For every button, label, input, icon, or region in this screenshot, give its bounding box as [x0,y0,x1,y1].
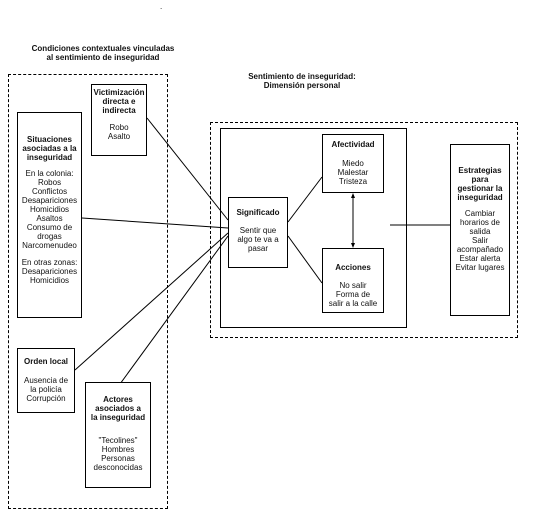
estrategias-item: Evitar lugares [455,263,505,272]
estrategias-item: Salir [471,236,488,245]
right-dashed-container [210,122,518,338]
orden-local-item: Corrupción [26,394,66,403]
actores-item: desconocidas [93,463,143,472]
afectividad-item: Malestar [337,168,369,177]
estrategias-item: Estar alerta [459,254,501,263]
actores-items: "Tecolines" Hombres Personas desconocida… [86,436,150,472]
right-group-title-line2: Dimensión personal [263,81,341,90]
estrategias-item: horarios de [459,218,501,227]
estrategias-title: Estrategias para gestionar la insegurida… [451,166,509,202]
acciones-box: Acciones No salir Forma de salir a la ca… [322,248,384,313]
significado-items: Sentir que algo te va a pasar [229,226,287,253]
estrategias-items: Cambiar horarios de salida Salir acompañ… [451,209,509,272]
right-group-title: Sentimiento de inseguridad: Dimensión pe… [232,72,372,90]
actores-box: Actores asociados a la inseguridad "Teco… [85,382,151,488]
situaciones-colonia-item: Asaltos [36,214,63,223]
significado-item: pasar [247,244,268,253]
victimizacion-item: Robo [109,123,129,132]
victimizacion-title: Victimización directa e indirecta [92,88,146,115]
left-dashed-container [8,74,168,509]
situaciones-colonia-item: Robos [37,178,62,187]
situaciones-title-line: asociadas a la [22,144,77,153]
afectividad-title: Afectividad [331,140,375,149]
significado-item: algo te va a [237,235,279,244]
right-group-title-line1: Sentimiento de inseguridad: [248,72,356,81]
orden-local-title: Orden local [23,357,68,366]
left-group-title-line1: Condiciones contextuales vinculadas [31,44,175,53]
situaciones-box: Situaciones asociadas a la inseguridad E… [17,112,82,318]
left-group-title: Condiciones contextuales vinculadas al s… [18,44,188,62]
actores-title: Actores asociados a la inseguridad [86,395,150,422]
situaciones-otras: En otras zonas: Desapariciones Homicidio… [18,258,81,285]
actores-title-line: la inseguridad [90,413,146,422]
situaciones-colonia-item: Homicidios [29,205,70,214]
acciones-item: Forma de [335,290,371,299]
orden-local-item: la policía [30,385,62,394]
actores-title-line: asociados a [95,404,141,413]
estrategias-item: acompañado [456,245,504,254]
acciones-title: Acciones [335,263,371,272]
connector-significado-acciones [287,235,323,284]
situaciones-colonia: En la colonia: Robos Conflictos Desapari… [18,169,81,250]
connector-situaciones-significado [81,217,229,229]
estrategias-box: Estrategias para gestionar la insegurida… [450,144,510,316]
actores-item: Hombres [101,445,135,454]
situaciones-otras-item: Desapariciones [21,267,78,276]
acciones-item: No salir [339,281,367,290]
situaciones-title-line: Situaciones [27,135,72,144]
situaciones-otras-item: Homicidios [29,276,70,285]
actores-item: Personas [101,454,135,463]
arrowhead-up [351,193,355,198]
estrategias-title-line: para [471,175,489,184]
significado-item: Sentir que [239,226,277,235]
situaciones-colonia-item: Narcomenudeo [22,241,77,250]
arrowhead-down [351,243,355,248]
acciones-item: salir a la calle [328,299,378,308]
orden-local-item: Ausencia de [23,376,69,385]
afectividad-item: Miedo [342,159,364,168]
actores-title-line: Actores [103,395,133,404]
significado-box: Significado Sentir que algo te va a pasa… [228,197,288,268]
situaciones-colonia-item: Desapariciones [21,196,78,205]
connector-actores-significado [119,235,229,385]
situaciones-colonia-item: Consumo de [26,223,73,232]
actores-item: "Tecolines" [98,436,138,445]
estrategias-title-line: inseguridad [457,193,503,202]
afectividad-box: Afectividad Miedo Malestar Tristeza [322,134,384,193]
afectividad-items: Miedo Malestar Tristeza [323,159,383,186]
estrategias-title-line: gestionar la [457,184,503,193]
victimizacion-title-line: Victimización [93,88,145,97]
victimizacion-item: Asalto [107,132,131,141]
connector-significado-afectividad [287,176,323,223]
orden-local-items: Ausencia de la policía Corrupción [18,376,74,403]
estrategias-title-line: Estrategias [458,166,502,175]
estrategias-item: Cambiar [464,209,496,218]
victimizacion-title-line: indirecta [102,106,136,115]
connector-victimizacion-significado [146,117,229,221]
situaciones-title-line: inseguridad [26,153,73,162]
acciones-items: No salir Forma de salir a la calle [323,281,383,308]
situaciones-title: Situaciones asociadas a la inseguridad [18,135,81,162]
significado-title: Significado [236,208,280,217]
afectividad-item: Tristeza [338,177,368,186]
connector-orden-significado [74,232,229,371]
top-mark: . [160,2,163,11]
left-group-title-line2: al sentimiento de inseguridad [46,53,160,62]
victimizacion-title-line: directa e [102,97,136,106]
estrategias-item: salida [469,227,491,236]
situaciones-otras-label: En otras zonas: [21,258,78,267]
victimizacion-items: Robo Asalto [92,123,146,141]
victimizacion-box: Victimización directa e indirecta Robo A… [91,84,147,156]
situaciones-colonia-item: drogas [37,232,62,241]
situaciones-colonia-label: En la colonia: [25,169,74,178]
orden-local-box: Orden local Ausencia de la policía Corru… [17,348,75,413]
situaciones-colonia-item: Conflictos [31,187,68,196]
